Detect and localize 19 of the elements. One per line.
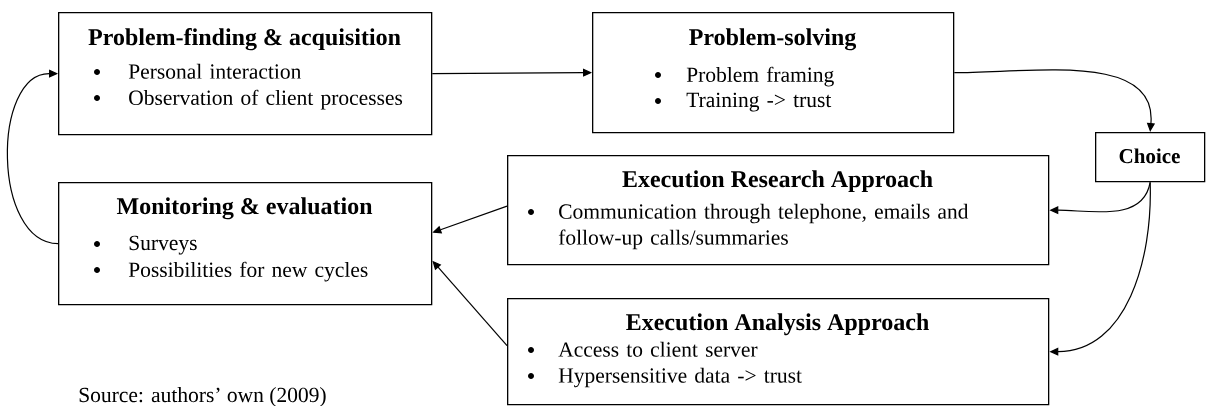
box-title: Problem-finding & acquisition — [88, 28, 401, 51]
arrow — [953, 69, 1156, 132]
bullet-item: Problem framing — [686, 66, 834, 87]
bullet-item: Observation of client processes — [129, 89, 403, 110]
source-note: Source: authors’ own (2009) — [79, 387, 326, 406]
box-title: Problem-solving — [689, 28, 857, 51]
bullet-item: Communication through telephone, emails and follow-up calls/summaries — [558, 203, 969, 250]
bullet-item: Possibilities for new cycles — [128, 261, 368, 282]
bullet-item: Training -> trust — [686, 92, 832, 112]
bullet-item: Hypersensitive data -> trust — [558, 367, 802, 388]
box-title: Execution Analysis Approach — [626, 313, 929, 336]
bullet-item: Surveys — [129, 235, 197, 255]
bullet-item: Access to client server — [558, 341, 758, 357]
box-title: Monitoring & evaluation — [116, 197, 373, 220]
arrow — [431, 68, 592, 77]
box-title: Execution Research Approach — [622, 170, 933, 193]
bullet-item: Personal interaction — [128, 63, 302, 79]
arrow — [6, 69, 59, 245]
box-title: Choice — [1119, 148, 1180, 164]
